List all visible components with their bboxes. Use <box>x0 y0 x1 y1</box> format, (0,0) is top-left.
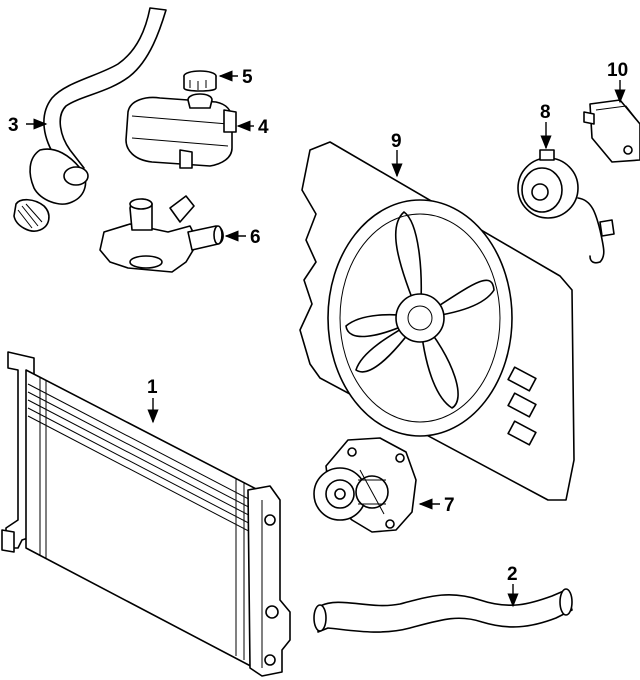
callout-leaders <box>26 70 626 608</box>
coolant-reservoir <box>125 96 237 169</box>
fan-control-module <box>583 99 640 163</box>
lower-radiator-hose <box>313 588 573 633</box>
callout-3: 3 <box>8 115 19 136</box>
callout-9: 9 <box>391 131 402 152</box>
fan-motor <box>517 149 615 264</box>
callout-1: 1 <box>147 377 158 398</box>
callout-6: 6 <box>250 227 261 248</box>
callout-8: 8 <box>540 102 551 123</box>
callout-7: 7 <box>444 495 455 516</box>
callout-5: 5 <box>242 67 253 88</box>
callout-10: 10 <box>607 60 628 81</box>
fan-shroud <box>299 141 575 501</box>
callout-2: 2 <box>507 564 518 585</box>
thermostat-housing <box>99 195 224 273</box>
radiator <box>1 351 291 677</box>
water-pump <box>313 437 417 533</box>
reservoir-cap <box>183 70 217 109</box>
callout-4: 4 <box>258 117 269 138</box>
upper-radiator-hose <box>13 7 167 232</box>
